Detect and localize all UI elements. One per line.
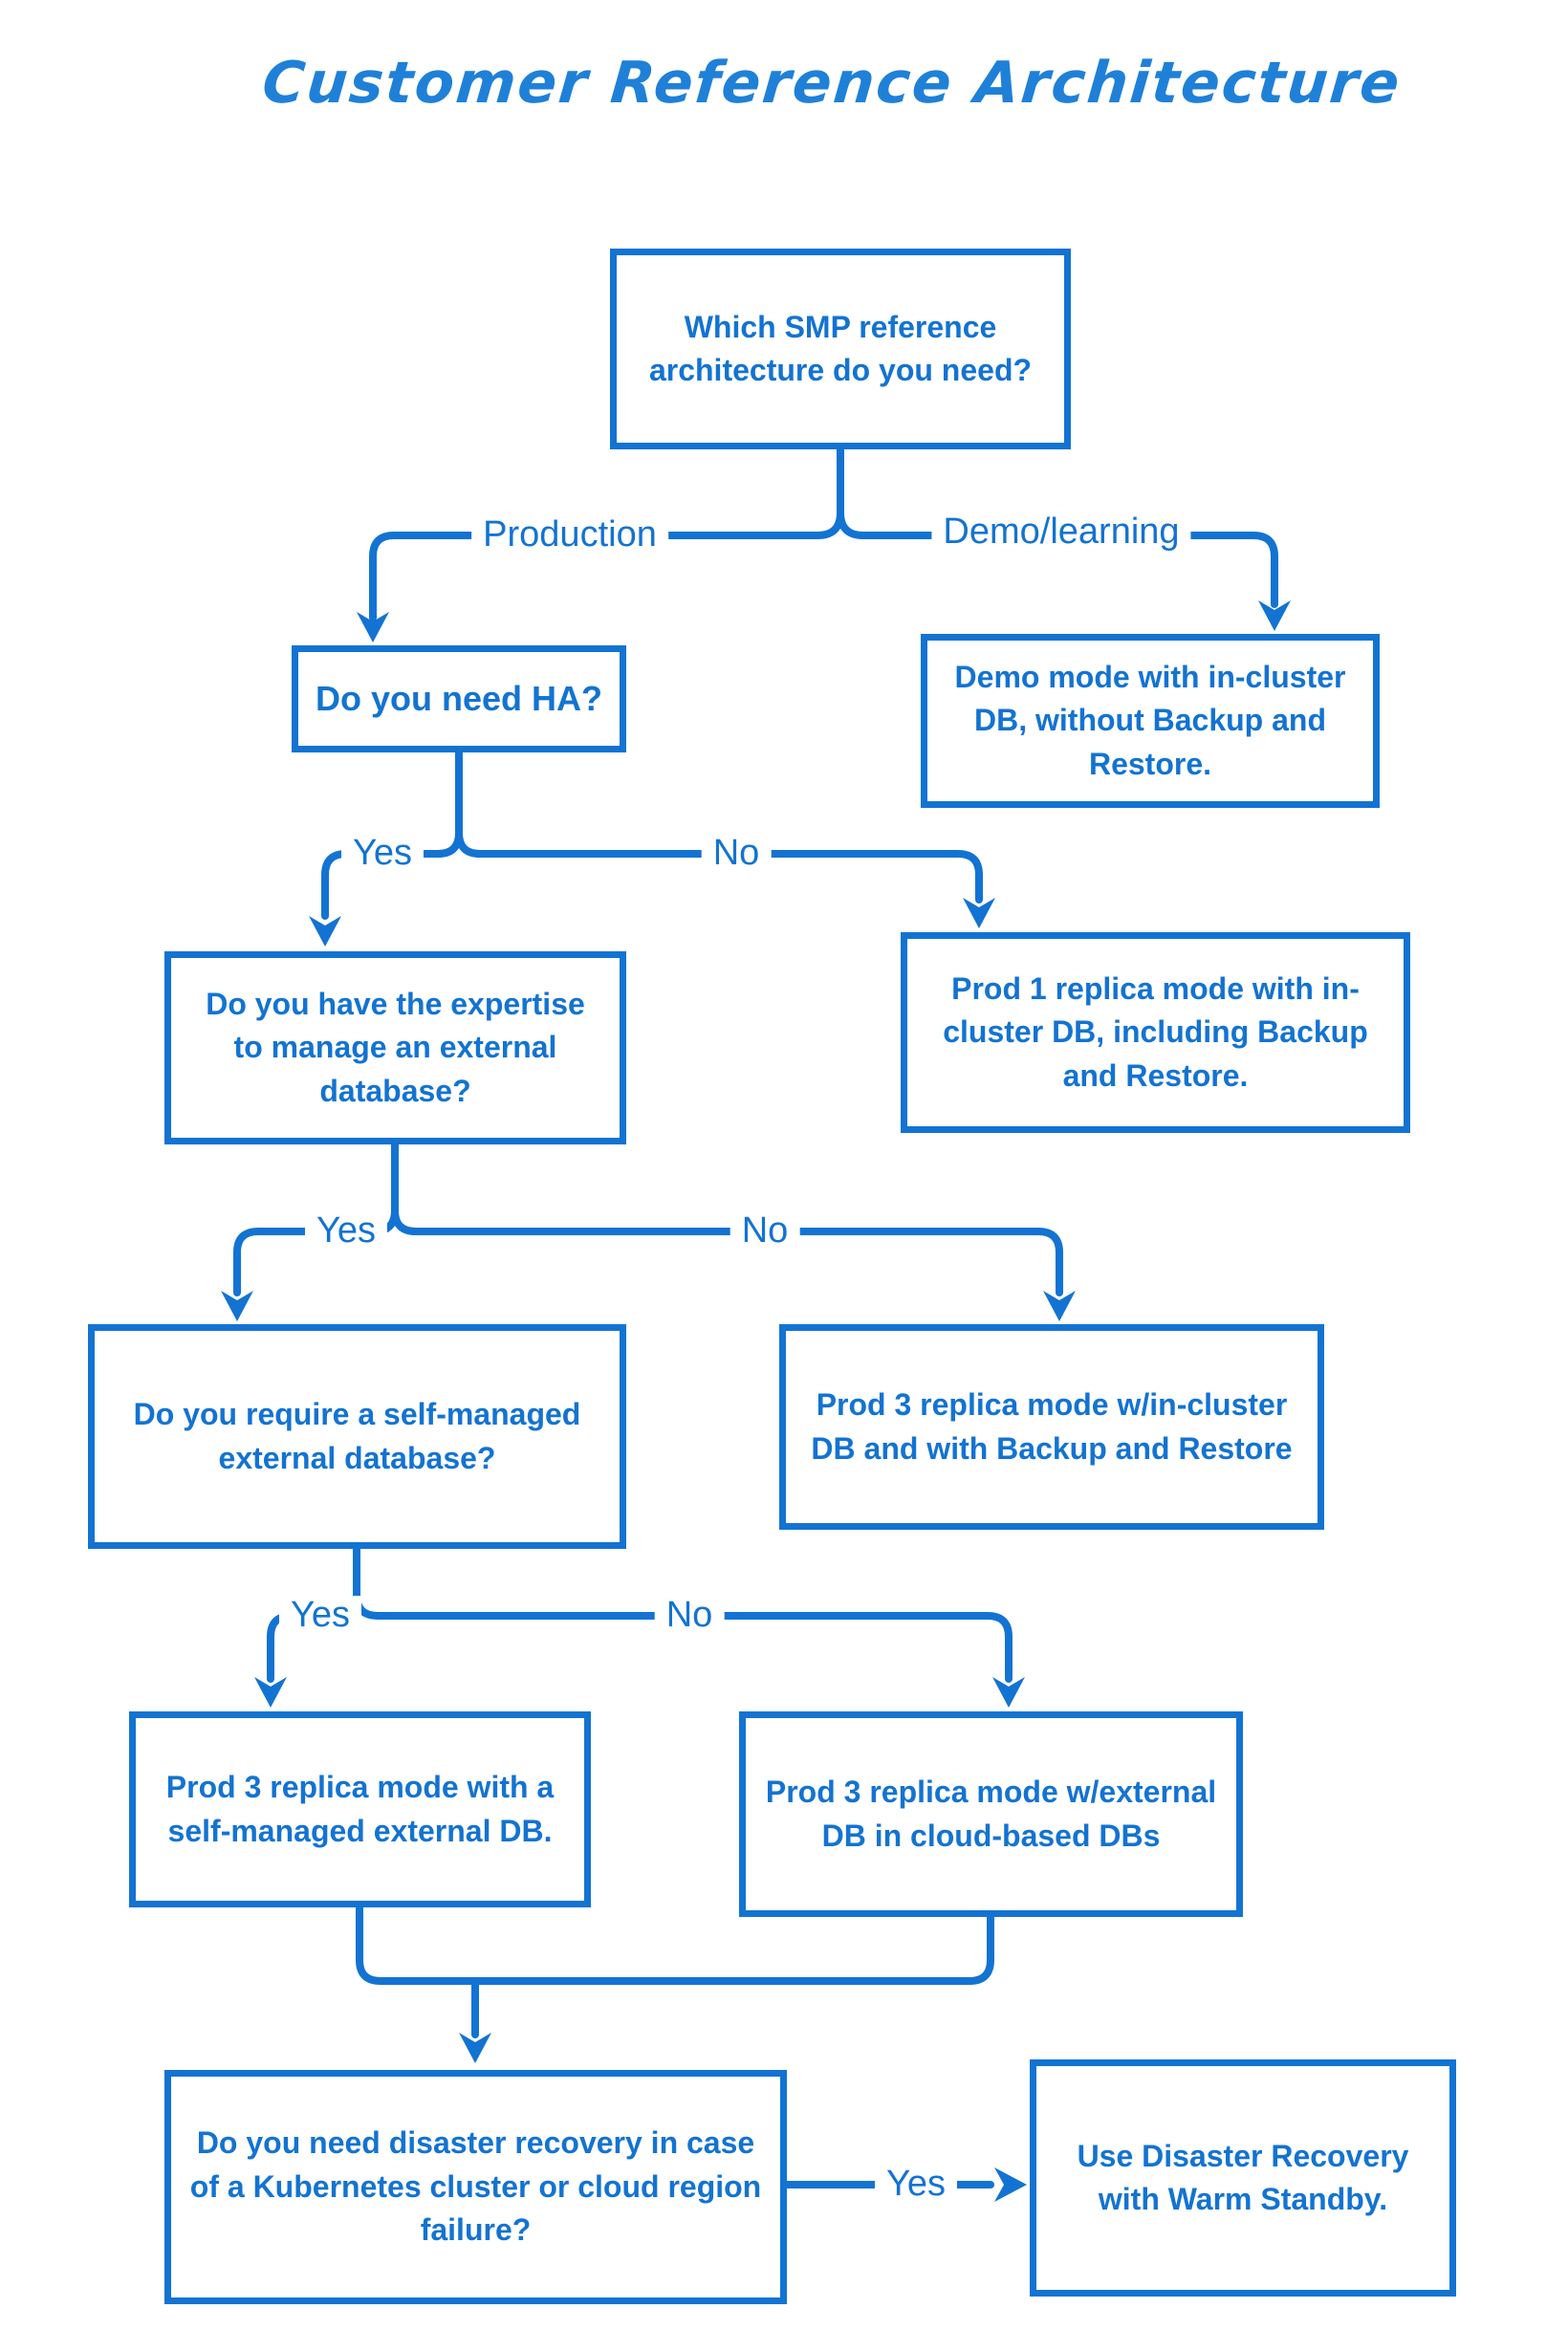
edge-label-ha-no: No bbox=[701, 833, 772, 874]
connector-ha-no bbox=[455, 829, 995, 928]
arrowhead-down bbox=[357, 612, 389, 642]
node-label: Do you have the expertise to manage an e… bbox=[206, 986, 585, 1108]
node-label: Prod 3 replica mode with a self-managed … bbox=[165, 1770, 555, 1848]
node-label: Prod 1 replica mode with in-cluster DB, … bbox=[943, 970, 1368, 1093]
arrowhead-down bbox=[254, 1677, 287, 1708]
arrowhead-down bbox=[221, 1291, 253, 1321]
edge-label-selfmanaged-yes: Yes bbox=[279, 1595, 361, 1636]
node-label: Demo mode with in-cluster DB, without Ba… bbox=[954, 659, 1346, 781]
node-label: Do you need disaster recovery in case of… bbox=[189, 2125, 762, 2248]
edge-label-production: Production bbox=[471, 514, 668, 555]
node-prod1-replica: Prod 1 replica mode with in-cluster DB, … bbox=[901, 932, 1410, 1133]
node-question-smp-architecture: Which SMP reference architecture do you … bbox=[610, 249, 1071, 449]
node-warm-standby: Use Disaster Recovery with Warm Standby. bbox=[1030, 2059, 1456, 2297]
arrowhead-right bbox=[994, 2167, 1027, 2202]
arrowhead-down bbox=[1258, 600, 1291, 631]
node-question-expertise: Do you have the expertise to manage an e… bbox=[164, 951, 626, 1144]
arrowhead-down bbox=[1043, 1291, 1076, 1321]
node-label: Prod 3 replica mode w/external DB in clo… bbox=[765, 1775, 1217, 1853]
edge-label-demo-learning: Demo/learning bbox=[931, 512, 1191, 553]
edge-label-expertise-yes: Yes bbox=[305, 1210, 387, 1252]
node-demo-mode: Demo mode with in-cluster DB, without Ba… bbox=[921, 634, 1380, 808]
node-question-ha: Do you need HA? bbox=[292, 645, 626, 752]
node-label: Do you need HA? bbox=[316, 679, 603, 719]
arrowhead-down bbox=[992, 1677, 1025, 1708]
connector-expertise-no bbox=[391, 1207, 1076, 1321]
node-label: Which SMP reference architecture do you … bbox=[648, 309, 1033, 387]
node-prod3-selfmanaged: Prod 3 replica mode with a self-managed … bbox=[129, 1711, 591, 1907]
node-prod3-incluster: Prod 3 replica mode w/in-cluster DB and … bbox=[779, 1324, 1324, 1530]
connector-root-demo-learning bbox=[837, 509, 1291, 631]
edge-label-selfmanaged-no: No bbox=[654, 1595, 725, 1636]
arrowhead-down bbox=[309, 916, 341, 947]
arrowhead-down bbox=[963, 898, 995, 928]
edge-label-ha-yes: Yes bbox=[341, 833, 424, 874]
node-question-selfmanaged-db: Do you require a self-managed external d… bbox=[88, 1324, 626, 1549]
node-label: Do you require a self-managed external d… bbox=[133, 1397, 581, 1475]
edge-label-dr-yes: Yes bbox=[875, 2164, 957, 2205]
arrowhead-down bbox=[459, 2033, 491, 2063]
node-label: Use Disaster Recovery with Warm Standby. bbox=[1077, 2138, 1409, 2216]
node-question-disaster-recovery: Do you need disaster recovery in case of… bbox=[164, 2070, 787, 2304]
node-prod3-cloud-db: Prod 3 replica mode w/external DB in clo… bbox=[739, 1711, 1243, 1917]
connector-merge-to-dr bbox=[356, 1904, 994, 2063]
node-label: Prod 3 replica mode w/in-cluster DB and … bbox=[811, 1387, 1293, 1466]
edge-label-expertise-no: No bbox=[730, 1210, 800, 1252]
